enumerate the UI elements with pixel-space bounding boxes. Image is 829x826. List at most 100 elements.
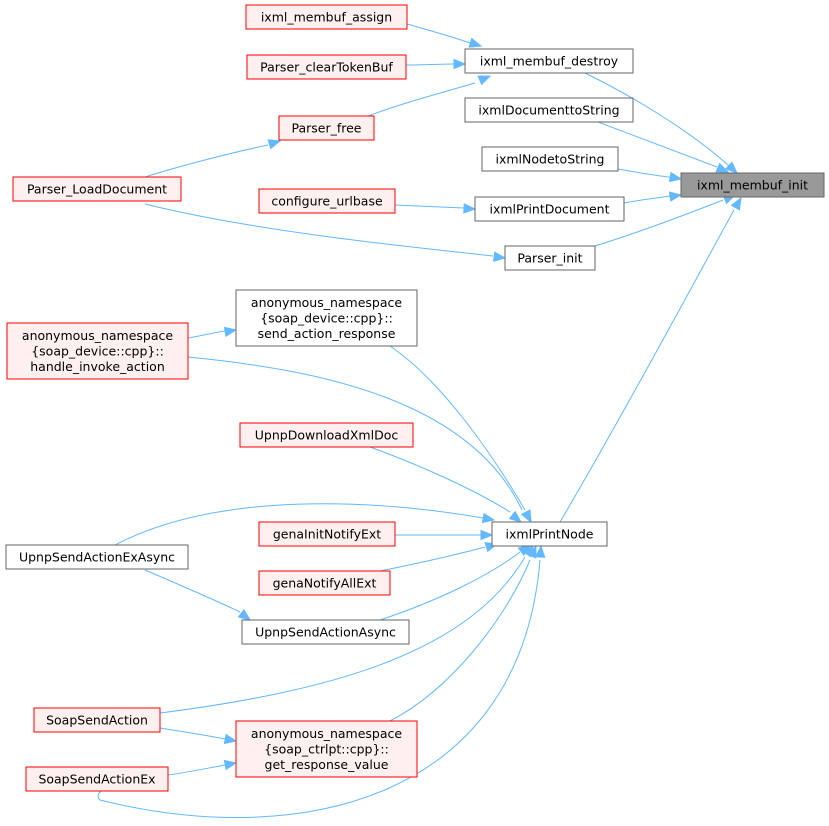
node-exasync-box [5,544,189,570]
node-cleartoken[interactable]: Parser_clearTokenBuf [246,54,407,80]
node-loaddoc[interactable]: Parser_LoadDocument [12,176,182,202]
node-nodetostr[interactable]: ixmlNodetoString [481,146,619,172]
node-soapex-box [25,766,169,792]
edge-soapex-getresp [167,759,238,776]
edge-urlbase-printdoc-line [394,204,465,209]
node-printnode-label: ixmlPrintNode [506,527,594,542]
node-destroy-label: ixml_membuf_destroy [480,54,619,69]
node-assign-box [245,4,408,30]
edge-dlxml-printnode-line [369,446,511,513]
node-getresp-box [235,720,418,778]
edge-exasync-async [144,569,252,621]
edge-soapex-getresp-line [167,764,226,776]
node-sendresp-label: send_action_response [258,326,396,341]
node-pinit[interactable]: Parser_init [504,245,596,271]
node-printnode-box [491,521,608,547]
edge-doctostr-root-arrowhead [715,162,730,173]
node-sendresp-box [235,289,418,347]
edge-soapex-printnode-arrowhead [534,544,546,558]
node-pfree[interactable]: Parser_free [278,115,375,141]
node-soapsend-box [33,707,161,733]
edge-dlxml-printnode-arrowhead [508,510,523,523]
edge-printdoc-root-line [623,195,672,204]
edge-invoke-sendresp-line [187,330,226,339]
node-nodetostr-label: ixmlNodetoString [496,152,605,167]
node-printdoc-label: ixmlPrintDocument [489,202,609,217]
edge-doctostr-root-line [597,121,718,168]
edge-printnode-root [559,196,742,523]
edge-load-pinit-arrowhead [492,251,507,262]
edge-free-destroy-arrowhead [477,75,492,86]
edge-getresp-printnode [389,544,537,722]
edge-soapsend-getresp-arrowhead [223,733,238,745]
node-getresp[interactable]: anonymous_namespace{soap_ctrlpt::cpp}::g… [235,720,418,778]
node-invoke-label: handle_invoke_action [30,359,165,374]
node-nodetostr-box [481,146,619,172]
node-notifyall[interactable]: genaNotifyAllExt [258,570,391,596]
edge-notifyall-printnode-line [379,546,486,572]
node-soapex-label: SoapSendActionEx [38,772,155,787]
edge-getresp-printnode-line [389,559,531,722]
node-printdoc[interactable]: ixmlPrintDocument [474,196,625,222]
node-doctostr[interactable]: ixmlDocumenttoString [464,97,634,123]
edge-exasync-printnode [114,503,496,546]
edge-urlbase-printdoc [394,203,477,214]
edge-load-pinit [144,203,507,262]
node-cleartoken-label: Parser_clearTokenBuf [260,60,393,75]
node-dlxml[interactable]: UpnpDownloadXmlDoc [239,422,414,448]
node-urlbase-box [258,188,396,214]
edge-invoke-sendresp-arrowhead [223,326,238,337]
edge-getresp-printnode-arrowhead [526,544,537,559]
edge-clear-destroy [405,58,467,70]
edge-soapsend-getresp [159,727,238,745]
node-getresp-label: anonymous_namespace [251,726,402,741]
edge-invoke-printnode-line [187,356,523,511]
edge-exasync-async-line [144,569,241,613]
node-soapsend[interactable]: SoapSendAction [33,707,161,733]
edge-clear-destroy-line [405,63,455,66]
edge-doctostr-root [597,121,730,173]
edge-load-free [144,139,282,178]
node-invoke-label: anonymous_namespace [22,328,173,343]
node-printnode[interactable]: ixmlPrintNode [491,521,608,547]
edge-exasync-printnode-arrowhead [481,512,496,524]
edge-dlxml-printnode [369,446,523,523]
edge-pinit-root-line [594,199,724,247]
node-assign[interactable]: ixml_membuf_assign [245,4,408,30]
node-exasync[interactable]: UpnpSendActionExAsync [5,544,189,570]
node-initnotify[interactable]: genaInitNotifyExt [258,521,396,547]
nodes: ixml_membuf_init ixml_membuf_destroy ixml_… [5,4,825,792]
edge-free-destroy-line [367,82,476,117]
node-sendresp[interactable]: anonymous_namespace{soap_device::cpp}::s… [235,289,418,347]
node-invoke-box [6,322,189,380]
edge-soapsend-printnode-line [159,556,526,714]
edge-nodetostr-root-arrowhead [668,171,683,183]
node-async-label: UpnpSendActionAsync [255,625,396,640]
edge-sendresp-printnode-line [389,345,526,511]
edge-invoke-sendresp [187,326,238,339]
edge-printdoc-root-arrowhead [668,191,683,202]
node-pinit-box [504,245,596,271]
node-invoke[interactable]: anonymous_namespace{soap_device::cpp}::h… [6,322,189,380]
edge-clear-destroy-arrowhead [453,58,467,70]
edge-destroy-root-arrowhead [724,161,738,174]
node-root[interactable]: ixml_membuf_init [680,172,825,198]
node-pinit-label: Parser_init [517,251,582,266]
node-destroy-box [464,48,634,74]
edge-exasync-printnode-line [114,503,484,546]
edge-load-pinit-line [144,203,494,257]
node-async-box [241,619,410,645]
node-destroy[interactable]: ixml_membuf_destroy [464,48,634,74]
edge-soapsend-getresp-line [159,727,226,740]
node-urlbase[interactable]: configure_urlbase [258,188,396,214]
node-dlxml-label: UpnpDownloadXmlDoc [255,428,399,443]
edge-initnotify-printnode-arrowhead [480,529,494,541]
node-root-label: ixml_membuf_init [697,178,808,193]
edge-urlbase-printdoc-arrowhead [463,203,477,214]
edge-invoke-printnode-arrowhead [521,509,532,524]
node-pfree-box [278,115,375,141]
node-soapex[interactable]: SoapSendActionEx [25,766,169,792]
node-async[interactable]: UpnpSendActionAsync [241,619,410,645]
node-dlxml-box [239,422,414,448]
node-cleartoken-box [246,54,407,80]
